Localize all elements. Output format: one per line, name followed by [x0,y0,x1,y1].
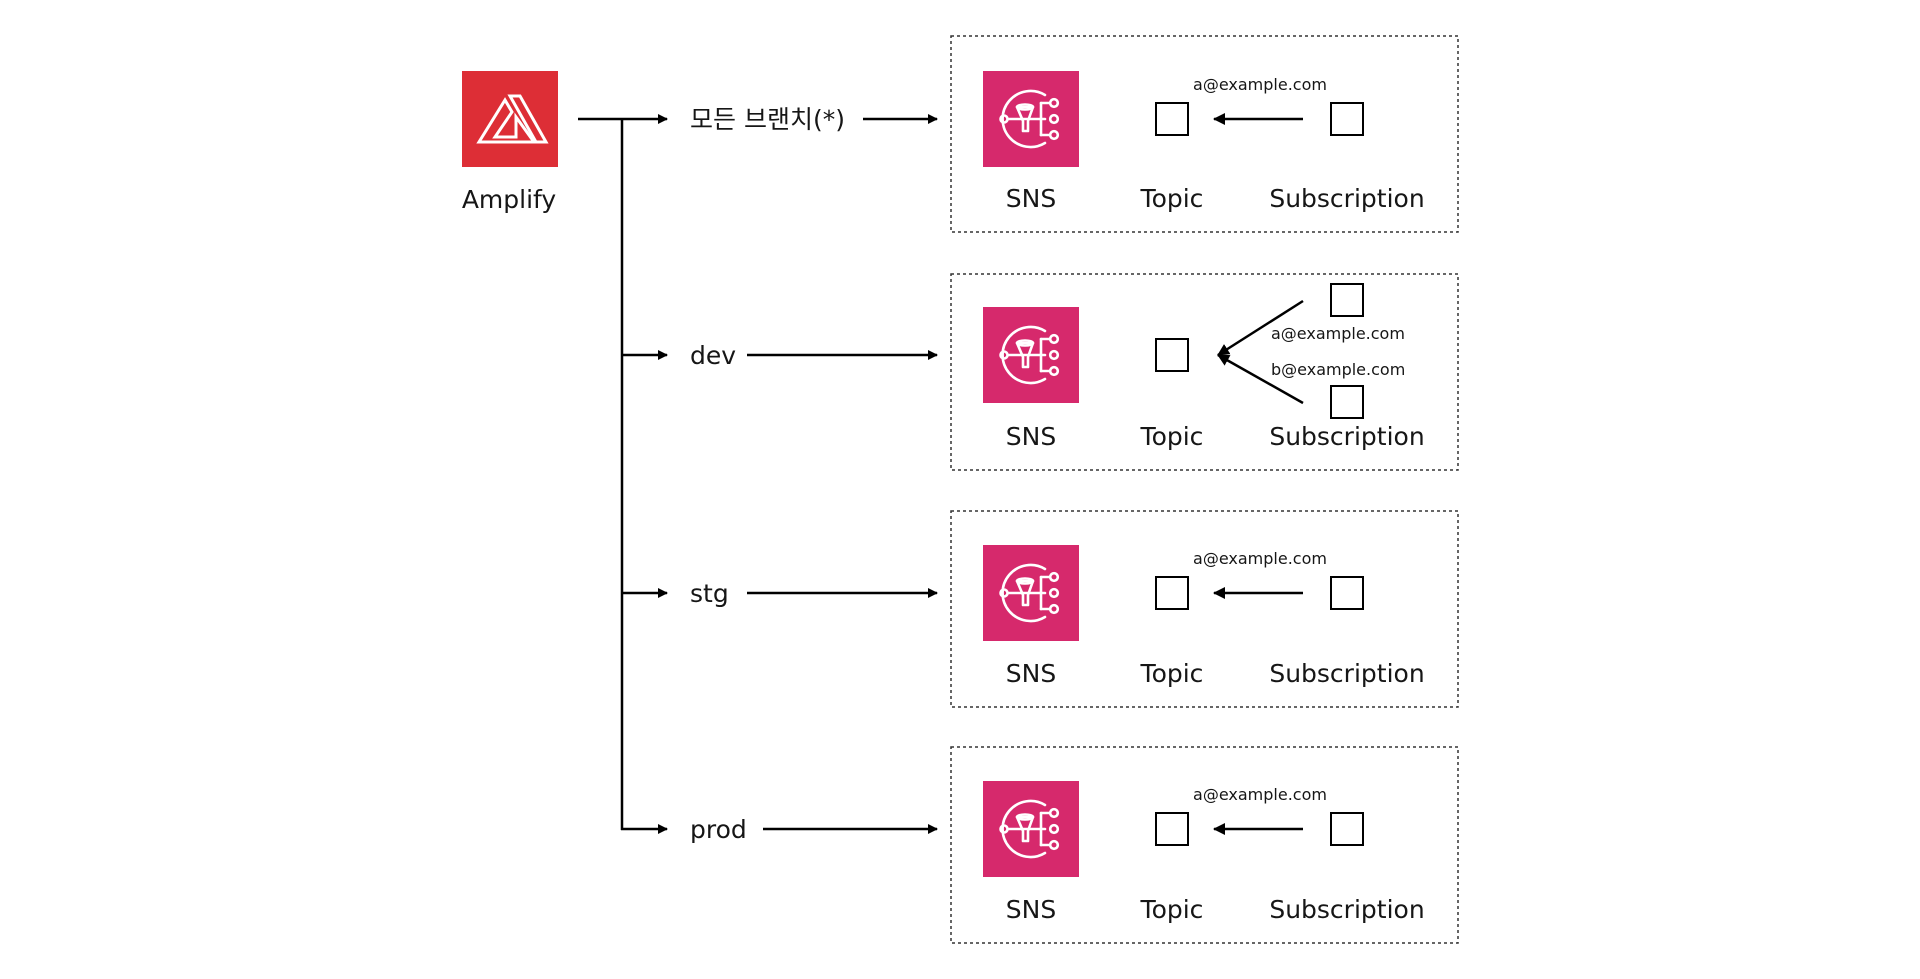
sns-glyph-funnel-top [1015,103,1035,111]
topic-label: Topic [1140,184,1204,213]
sns-glyph-funnel-top [1015,339,1035,347]
dashed-group-border [950,510,1459,708]
branch-connectors [578,114,668,834]
sns-glyph-funnel-top [1015,813,1035,821]
sns-glyph-node [1048,113,1060,125]
subscription-icon [1330,812,1364,846]
subscription-email: a@example.com [1193,785,1327,804]
subscription-to-topic-arrow [1217,299,1304,357]
sns-glyph-node [1048,823,1060,835]
sns-glyph-arc [1001,563,1047,623]
sns-glyph-node [1048,365,1060,377]
subscription-to-topic-arrow [1217,353,1304,405]
sns-group-box: SNS Topic Subscription a@example.com [950,746,1459,944]
topic-label: Topic [1140,659,1204,688]
sns-glyph [999,89,1060,149]
sns-glyph-node [1048,97,1060,109]
subscription-email: a@example.com [1193,75,1327,94]
sns-label: SNS [1006,659,1056,688]
sns-label: SNS [1006,422,1056,451]
sns-glyph-node [1048,603,1060,615]
subscription-icon [1330,283,1364,317]
subscription-label: Subscription [1269,659,1424,688]
subscription-icon [1330,385,1364,419]
branch-label-all: 모든 브랜치(*) [690,105,845,134]
topic-icon [1155,102,1189,136]
sns-group-box: SNS Topic Subscription a@example.com [950,510,1459,708]
sns-glyph [999,563,1060,623]
amplify-node: Amplify [462,71,558,214]
sns-glyph-arc [1001,325,1047,385]
topic-icon [1155,576,1189,610]
dashed-group-border [950,746,1459,944]
topic-icon [1155,338,1189,372]
subscription-label: Subscription [1269,422,1424,451]
subscription-email: a@example.com [1271,324,1405,343]
subscription-email: a@example.com [1193,549,1327,568]
branch-label-stg: stg [690,579,729,608]
sns-label: SNS [1006,184,1056,213]
sns-label: SNS [1006,895,1056,924]
sns-glyph-funnel-top [1015,577,1035,585]
subscription-label: Subscription [1269,895,1424,924]
branch-label-dev: dev [690,341,736,370]
sns-glyph [999,325,1060,385]
sns-group-box: SNS Topic Subscription a@example.com b@examp… [950,273,1459,471]
topic-icon [1155,812,1189,846]
subscription-email: b@example.com [1271,360,1405,379]
amplify-icon [462,71,558,167]
sns-glyph-arc [1001,799,1047,859]
subscription-icon [1330,576,1364,610]
sns-glyph-arc [1001,89,1047,149]
dashed-group-border [950,273,1459,471]
branch-label-prod: prod [690,815,747,844]
sns-group-box: SNS Topic Subscription a@example.com [950,35,1459,233]
amplify-logo-glyph [476,94,549,144]
sns-glyph-node [1048,333,1060,345]
sns-glyph-node [1048,349,1060,361]
sns-glyph-node [1048,571,1060,583]
sns-glyph-node [1048,807,1060,819]
amplify-label: Amplify [462,185,557,214]
sns-glyph-node [1048,839,1060,851]
topic-label: Topic [1140,895,1204,924]
topic-label: Topic [1140,422,1204,451]
sns-glyph-node [1048,587,1060,599]
subscription-label: Subscription [1269,184,1424,213]
sns-glyph [999,799,1060,859]
dashed-group-border [950,35,1459,233]
subscription-icon [1330,102,1364,136]
sns-glyph-node [1048,129,1060,141]
